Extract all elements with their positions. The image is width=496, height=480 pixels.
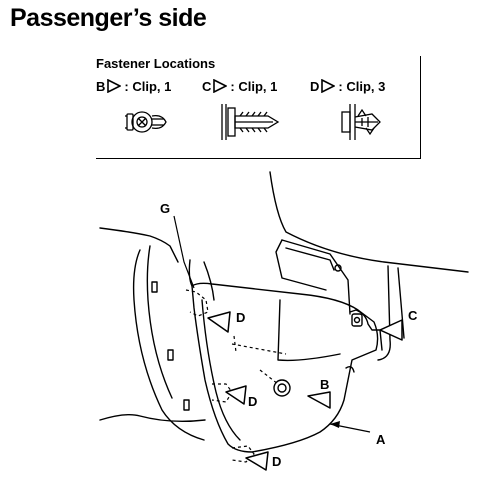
triangle-marker-icon [321,79,336,93]
callout-b: B [320,377,329,392]
marker-d3-icon [245,451,269,471]
fastener-label-c: C : Clip, 1 [202,79,277,94]
marker-c-icon [379,319,403,341]
trim-panel-a [191,282,379,453]
marker-b-icon [307,391,331,409]
clip-b-icon [125,111,167,133]
fastener-text: : Clip, 3 [338,79,386,94]
dashboard-outline [269,171,469,273]
legend-heading: Fastener Locations [96,56,216,71]
fastener-text: : Clip, 1 [230,79,278,94]
triangle-marker-icon [213,79,228,93]
callout-g: G [160,201,170,216]
leader-g [173,215,195,289]
callout-d1: D [236,310,245,325]
callout-d2: D [248,394,257,409]
door-edge [99,227,179,263]
triangle-marker-icon [107,79,122,93]
fastener-letter: C [202,79,212,94]
clip-c-icon [221,104,280,140]
fastener-letter: D [310,79,320,94]
clip-d-icon [341,104,381,140]
fastener-label-d: D : Clip, 3 [310,79,385,94]
fastener-letter: B [96,79,106,94]
fastener-legend: Fastener Locations B : Clip, 1 C : Clip, 1… [96,56,421,159]
fastener-text: : Clip, 1 [124,79,172,94]
marker-d2-icon [225,385,247,405]
callout-d3: D [272,454,281,469]
marker-d1-icon [207,311,231,333]
page-title: Passenger’s side [10,4,207,32]
fastener-label-b: B : Clip, 1 [96,79,171,94]
callout-c: C [408,308,418,323]
callout-a: A [376,432,386,447]
